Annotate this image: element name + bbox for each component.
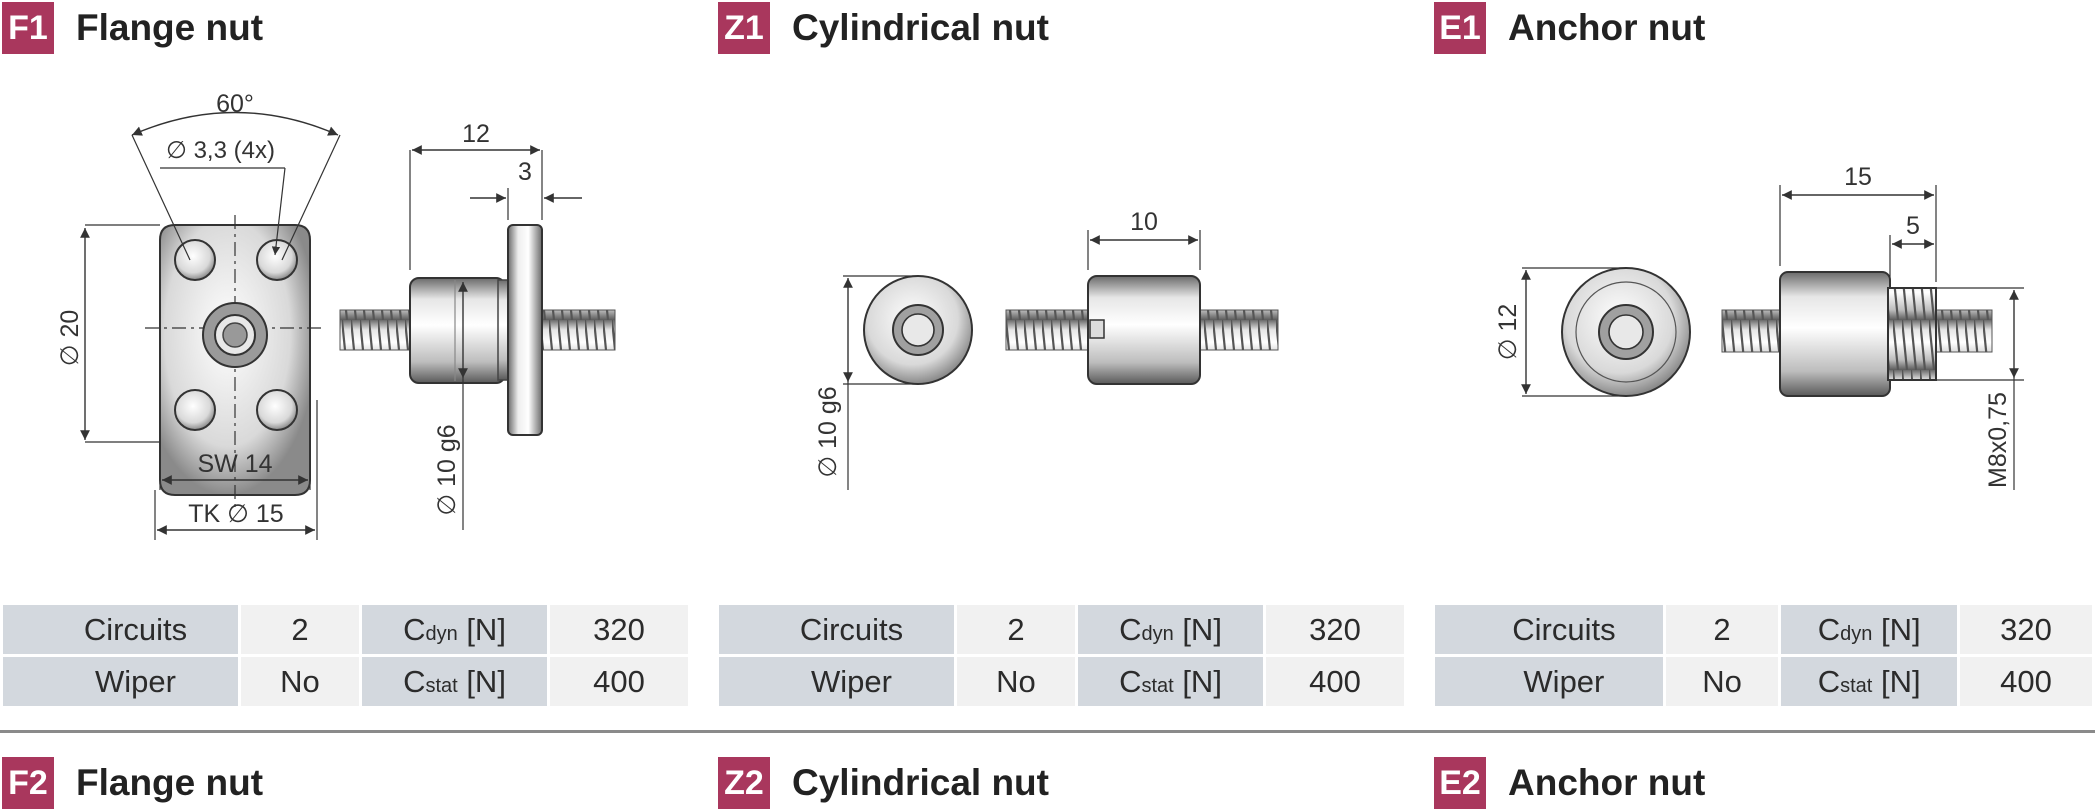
thread-length-dimension: 5	[1906, 212, 1920, 240]
circuits-label: Circuits	[719, 605, 954, 654]
flange-nut-drawing: 60° ∅ 3,3 (4x) ∅ 20 SW 14 TK ∅ 15	[0, 70, 700, 570]
section-header-e2: E2 Anchor nut	[1434, 757, 1705, 809]
wiper-label: Wiper	[1435, 657, 1663, 706]
wiper-value: No	[241, 657, 359, 706]
diameter-dimension: ∅ 12	[1494, 304, 1522, 361]
section-badge: Z1	[718, 2, 770, 54]
diameter-dimension: ∅ 20	[56, 310, 84, 367]
bore-dimension: ∅ 10 g6	[814, 386, 842, 477]
spec-table-e1: Circuits 2 Cdyn [N] 320 Wiper No Cstat […	[1432, 602, 2095, 709]
circuits-value: 2	[241, 605, 359, 654]
section-title: Flange nut	[76, 7, 264, 48]
wiper-label: Wiper	[3, 657, 238, 706]
circuits-label: Circuits	[1435, 605, 1663, 654]
tk-dimension: TK ∅ 15	[188, 500, 283, 528]
section-badge: E2	[1434, 757, 1486, 809]
anchor-side-view: 15 5 M8x0,75	[1721, 163, 2024, 490]
cstat-value: 400	[1266, 657, 1404, 706]
flange-front-view: 60° ∅ 3,3 (4x) ∅ 20 SW 14 TK ∅ 15	[56, 90, 341, 540]
cdyn-label: Cdyn [N]	[1781, 605, 1958, 654]
cstat-value: 400	[1960, 657, 2092, 706]
cstat-label: Cstat [N]	[1781, 657, 1958, 706]
section-badge: F1	[2, 2, 54, 54]
section-title: Flange nut	[76, 762, 264, 803]
length-dimension: 10	[1130, 208, 1158, 236]
angle-dimension: 60°	[216, 90, 254, 118]
wiper-value: No	[1665, 657, 1779, 706]
section-title: Cylindrical nut	[792, 7, 1049, 48]
section-divider	[0, 730, 2095, 733]
section-header-f2: F2 Flange nut	[2, 757, 263, 809]
section-badge: E1	[1434, 2, 1486, 54]
section-header-z1: Z1 Cylindrical nut	[718, 2, 1049, 54]
flange-side-view: 12 3 ∅ 10 g6	[339, 120, 616, 530]
table-row: Wiper No Cstat [N] 400	[1435, 657, 2092, 706]
cstat-label: Cstat [N]	[1078, 657, 1263, 706]
cdyn-label: Cdyn [N]	[1078, 605, 1263, 654]
spec-table-z1: Circuits 2 Cdyn [N] 320 Wiper No Cstat […	[716, 602, 1407, 709]
table-row: Wiper No Cstat [N] 400	[3, 657, 688, 706]
wiper-label: Wiper	[719, 657, 954, 706]
circuits-value: 2	[957, 605, 1075, 654]
bore-dimension: ∅ 10 g6	[433, 424, 461, 515]
section-header-f1: F1 Flange nut	[2, 2, 263, 54]
cdyn-label: Cdyn [N]	[362, 605, 547, 654]
length-dimension: 12	[462, 120, 490, 148]
section-title: Anchor nut	[1508, 7, 1706, 48]
flange-width-dimension: 3	[518, 158, 532, 186]
section-title: Anchor nut	[1508, 762, 1706, 803]
cdyn-value: 320	[1960, 605, 2092, 654]
cylindrical-front-view: ∅ 10 g6	[814, 275, 973, 490]
section-title: Cylindrical nut	[792, 762, 1049, 803]
circuits-label: Circuits	[3, 605, 238, 654]
cstat-label: Cstat [N]	[362, 657, 547, 706]
wiper-value: No	[957, 657, 1075, 706]
table-row: Circuits 2 Cdyn [N] 320	[3, 605, 688, 654]
section-header-e1: E1 Anchor nut	[1434, 2, 1705, 54]
section-header-z2: Z2 Cylindrical nut	[718, 757, 1049, 809]
cylindrical-nut-drawing: ∅ 10 g6 10	[718, 70, 1418, 570]
sw-dimension: SW 14	[197, 450, 272, 478]
anchor-nut-drawing: ∅ 12 15 5 M8x0,75	[1434, 70, 2095, 570]
table-row: Wiper No Cstat [N] 400	[719, 657, 1404, 706]
circuits-value: 2	[1665, 605, 1779, 654]
cdyn-value: 320	[1266, 605, 1404, 654]
spec-table-f1: Circuits 2 Cdyn [N] 320 Wiper No Cstat […	[0, 602, 691, 709]
length-dimension: 15	[1844, 163, 1872, 191]
thread-size-dimension: M8x0,75	[1984, 392, 2012, 488]
cylindrical-side-view: 10	[1005, 208, 1279, 385]
table-row: Circuits 2 Cdyn [N] 320	[719, 605, 1404, 654]
anchor-front-view: ∅ 12	[1494, 267, 1691, 397]
cstat-value: 400	[550, 657, 688, 706]
table-row: Circuits 2 Cdyn [N] 320	[1435, 605, 2092, 654]
hole-dimension: ∅ 3,3 (4x)	[166, 137, 275, 164]
cdyn-value: 320	[550, 605, 688, 654]
section-badge: F2	[2, 757, 54, 809]
section-badge: Z2	[718, 757, 770, 809]
